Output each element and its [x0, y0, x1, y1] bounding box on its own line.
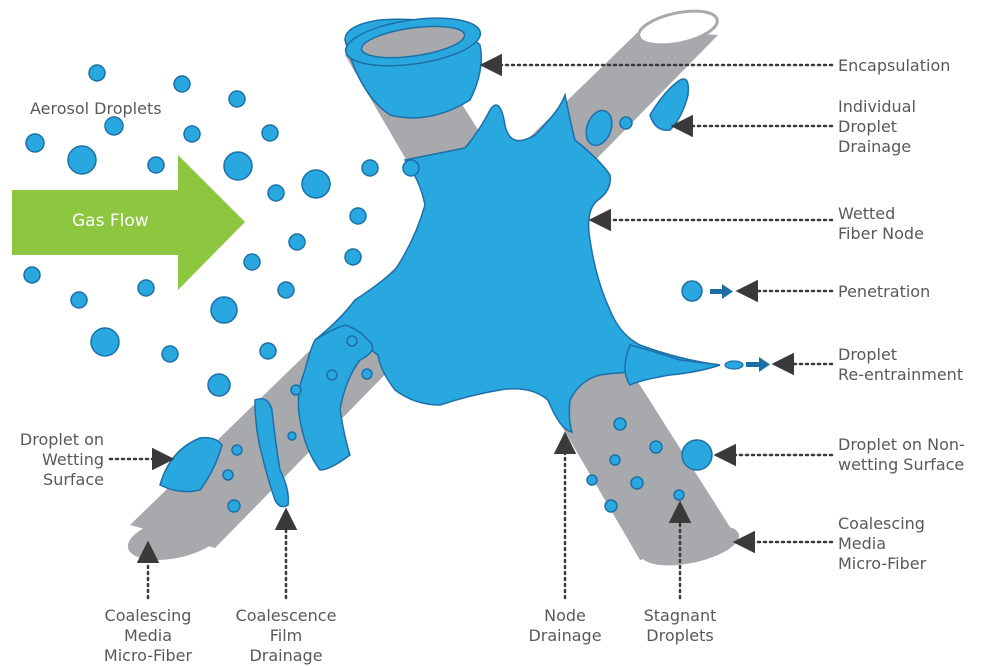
individual-droplet-small	[585, 109, 613, 147]
reentrainment-droplet	[724, 360, 744, 370]
encapsulation-label: Encapsulation	[838, 56, 951, 75]
nonwetting-label: Droplet on Non- wetting Surface	[838, 435, 965, 474]
gas-flow-arrow	[12, 155, 245, 290]
stagnant-droplets-label: Stagnant Droplets	[643, 606, 717, 645]
nonwetting-droplet	[681, 439, 713, 471]
gas-flow-label: Gas Flow	[72, 211, 149, 231]
coalescing-right-label: Coalescing Media Micro-Fiber	[838, 514, 927, 573]
stagnant-droplets	[586, 417, 685, 513]
individual-drainage-label: Individual Droplet Drainage	[838, 97, 916, 156]
aerosol-droplets	[23, 64, 420, 397]
reentrainment-arrow-icon	[746, 357, 770, 372]
film-drainage-streak	[254, 398, 290, 508]
wetting-surface-label: Droplet on Wetting Surface	[19, 430, 104, 489]
wetted-node-label: Wetted Fiber Node	[838, 204, 924, 243]
reentrainment-film	[624, 344, 721, 386]
penetration-arrow-icon	[710, 284, 733, 299]
penetration-label: Penetration	[838, 282, 931, 301]
individual-droplet-dot	[619, 116, 633, 130]
aerosol-droplets-label: Aerosol Droplets	[30, 99, 162, 118]
fiber-surface-droplets	[222, 335, 373, 513]
penetration-droplet	[681, 280, 703, 302]
node-drainage-label: Node Drainage	[528, 606, 602, 645]
reentrainment-label: Droplet Re-entrainment	[838, 345, 964, 384]
film-drainage-label: Coalescence Film Drainage	[235, 606, 337, 665]
encapsulation-droplet	[344, 17, 482, 119]
coalescing-bottom-label: Coalescing Media Micro-Fiber	[103, 606, 193, 665]
pointer-lines	[108, 53, 834, 600]
wetting-surface-droplet	[159, 436, 223, 493]
